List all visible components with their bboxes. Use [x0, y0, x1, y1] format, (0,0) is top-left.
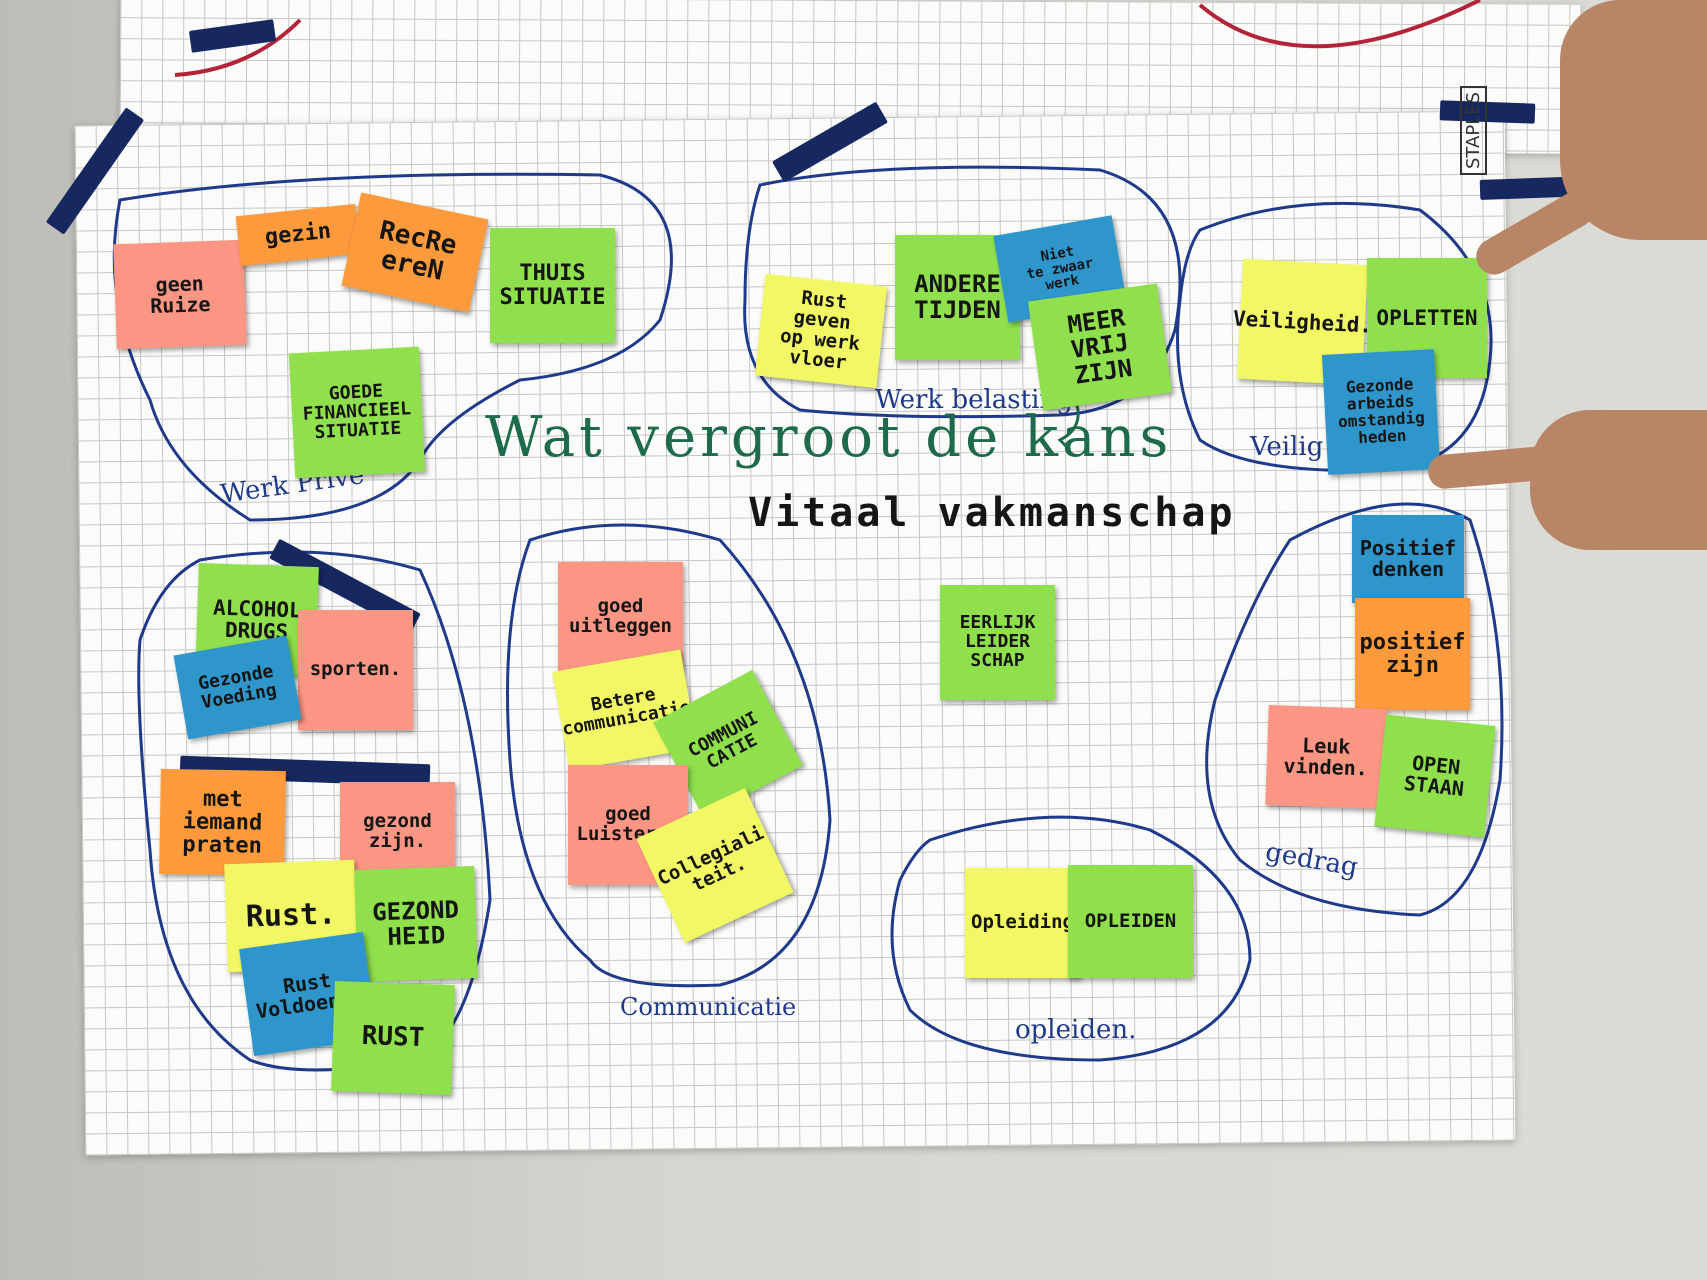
note-open-staan: OPEN STAAN	[1374, 714, 1496, 838]
board-subtitle: Vitaal vakmanschap	[748, 490, 1236, 536]
note-rust-geven: Rust geven op werk vloer	[755, 273, 887, 389]
outline-gedrag	[1205, 502, 1504, 917]
note-positief-zijn: positief zijn	[1355, 598, 1470, 710]
note-thuis-situatie: THUIS SITUATIE	[490, 228, 615, 343]
outline-opleiden	[890, 815, 1252, 1062]
note-opleiding: Opleiding	[965, 868, 1080, 978]
note-opleiden: OPLEIDEN	[1068, 865, 1193, 978]
pointing-hand-bottom	[1530, 410, 1707, 550]
cluster-label-opleiden: opleiden.	[1015, 1015, 1137, 1045]
outline-communicatie	[506, 523, 832, 988]
note-positief-denken: Positief denken	[1352, 515, 1464, 603]
note-geen-ruize: geen Ruize	[113, 239, 247, 350]
board-title: Wat vergroot de kans	[485, 405, 1173, 470]
tape-top-right	[1439, 100, 1536, 124]
note-sporten: sporten.	[298, 610, 413, 730]
note-gezondheid: GEZOND HEID	[354, 865, 478, 983]
note-goed-uitleggen: goed uitleggen	[558, 562, 683, 672]
staples-label: STAPLES	[1460, 85, 1487, 175]
note-gezonde-arbeidsomstandigheden: Gezonde arbeids omstandig heden	[1321, 349, 1441, 475]
note-meer-vrij-zijn: MEER VRIJ ZIJN	[1027, 283, 1173, 411]
cluster-label-veiligheid: Veilig	[1250, 432, 1324, 462]
cluster-label-communicatie: Communicatie	[620, 993, 797, 1021]
note-met-iemand-praten: met iemand praten	[159, 768, 286, 877]
note-goede-financiele-situatie: GOEDE FINANCIEEL SITUATIE	[288, 346, 426, 479]
note-leuk-vinden: Leuk vinden.	[1265, 704, 1387, 810]
top-red-arc-left	[174, 18, 302, 77]
outline-werk-prive	[112, 172, 673, 522]
note-rust-caps: RUST	[331, 980, 455, 1096]
top-red-arc-right	[1198, 0, 1481, 49]
note-gezond-zijn: gezond zijn.	[340, 782, 455, 882]
outline-werk-belasting	[743, 165, 1182, 419]
note-eerlijk-leiderschap: EERLIJK LEIDER SCHAP	[940, 585, 1055, 700]
